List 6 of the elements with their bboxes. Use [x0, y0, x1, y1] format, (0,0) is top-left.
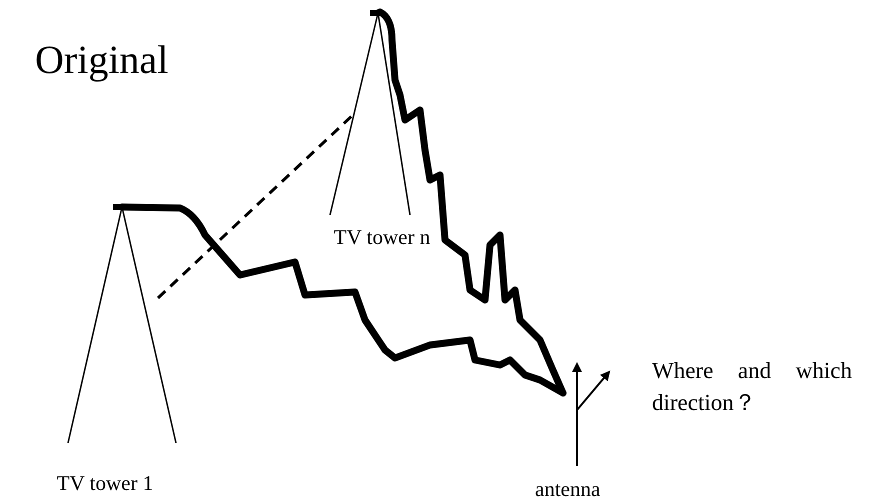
question-text: Where and which direction？	[652, 357, 852, 418]
title: Original	[35, 40, 168, 80]
signal-path	[374, 8, 566, 396]
antenna-label: antenna	[535, 476, 600, 501]
tower-label: TV tower 1	[56, 470, 154, 496]
tower-label: TV tower n	[332, 224, 432, 250]
